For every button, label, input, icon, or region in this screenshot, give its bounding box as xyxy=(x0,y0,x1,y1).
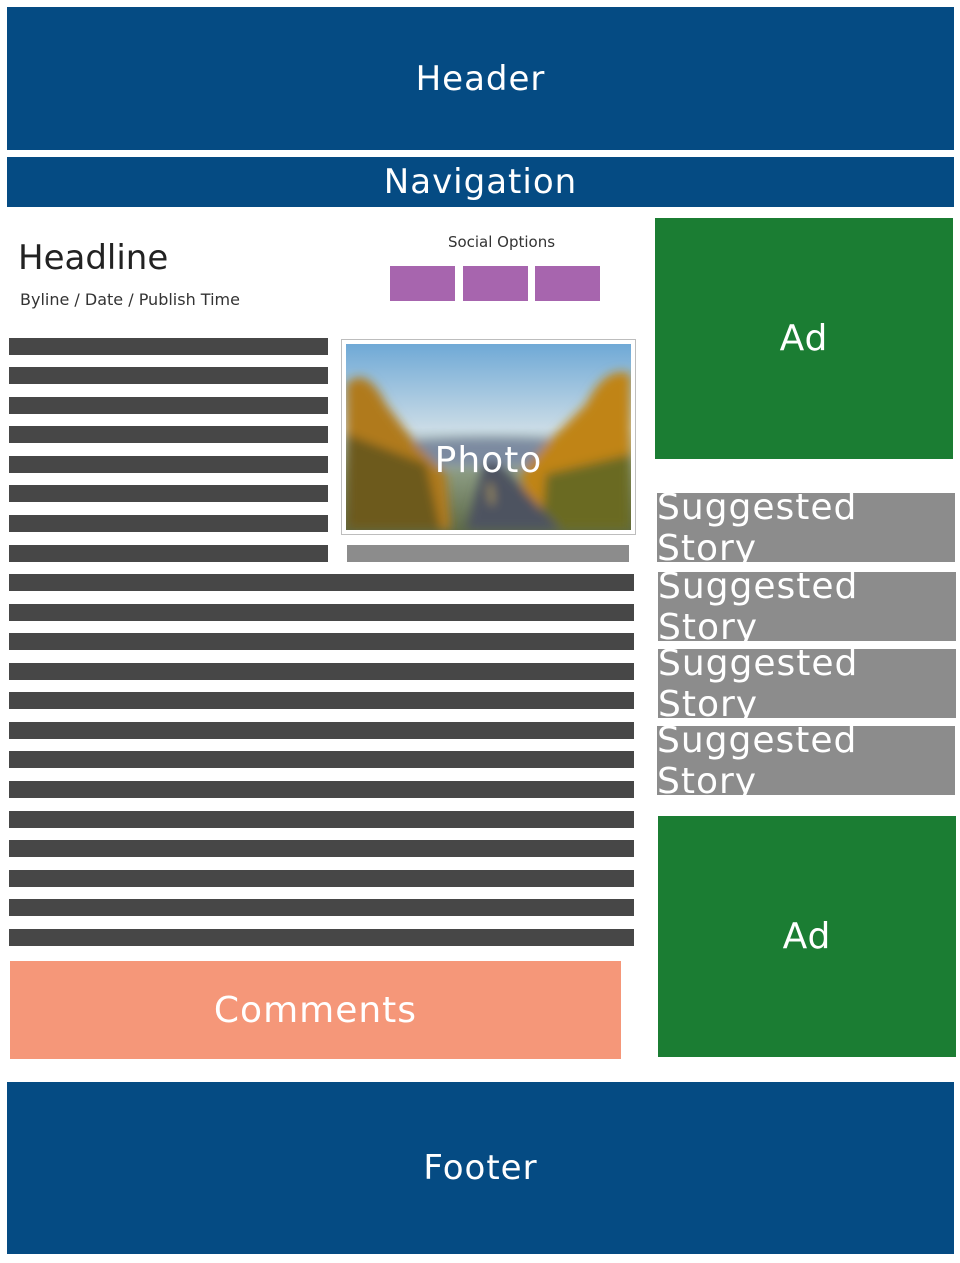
text-line xyxy=(9,574,634,591)
social-options-label: Social Options xyxy=(447,233,556,251)
text-line xyxy=(9,751,634,768)
headline: Headline xyxy=(18,238,169,278)
header: Header xyxy=(7,7,954,150)
text-line xyxy=(9,338,328,355)
suggested-story[interactable]: Suggested Story xyxy=(657,487,955,569)
suggested-story[interactable]: Suggested Story xyxy=(658,643,956,725)
ad-top[interactable]: Ad xyxy=(655,218,953,459)
text-line xyxy=(9,604,634,621)
text-line xyxy=(9,722,634,739)
byline: Byline / Date / Publish Time xyxy=(20,290,240,309)
text-line xyxy=(9,426,328,443)
navigation-label: Navigation xyxy=(383,162,578,202)
suggested-story[interactable]: Suggested Story xyxy=(657,720,955,802)
suggested-story-label: Suggested Story xyxy=(658,565,859,648)
text-line xyxy=(9,840,634,857)
text-line xyxy=(9,663,634,680)
comments-section[interactable]: Comments xyxy=(10,961,621,1059)
text-line xyxy=(9,456,328,473)
text-line xyxy=(9,397,328,414)
ad-label: Ad xyxy=(782,916,832,957)
text-line xyxy=(9,811,634,828)
text-line xyxy=(9,515,328,532)
photo-image xyxy=(346,344,631,530)
suggested-story-label: Suggested Story xyxy=(658,642,859,725)
social-button[interactable] xyxy=(390,266,455,301)
text-line xyxy=(9,633,634,650)
text-line xyxy=(9,485,328,502)
photo-label: Photo xyxy=(434,439,543,481)
text-line xyxy=(9,367,328,384)
social-button[interactable] xyxy=(463,266,528,301)
photo-caption xyxy=(347,545,629,562)
social-button[interactable] xyxy=(535,266,600,301)
navigation-bar[interactable]: Navigation xyxy=(7,157,954,207)
footer: Footer xyxy=(7,1082,954,1254)
text-line xyxy=(9,899,634,916)
text-line xyxy=(9,692,634,709)
text-line xyxy=(9,545,328,562)
footer-label: Footer xyxy=(423,1148,538,1188)
comments-label: Comments xyxy=(213,989,418,1031)
photo xyxy=(346,344,631,530)
ad-label: Ad xyxy=(779,318,829,359)
header-label: Header xyxy=(415,58,546,99)
text-line xyxy=(9,929,634,946)
text-line xyxy=(9,781,634,798)
suggested-story-label: Suggested Story xyxy=(657,486,858,569)
suggested-story[interactable]: Suggested Story xyxy=(658,566,956,648)
suggested-story-label: Suggested Story xyxy=(657,719,858,802)
ad-bottom[interactable]: Ad xyxy=(658,816,956,1057)
text-line xyxy=(9,870,634,887)
